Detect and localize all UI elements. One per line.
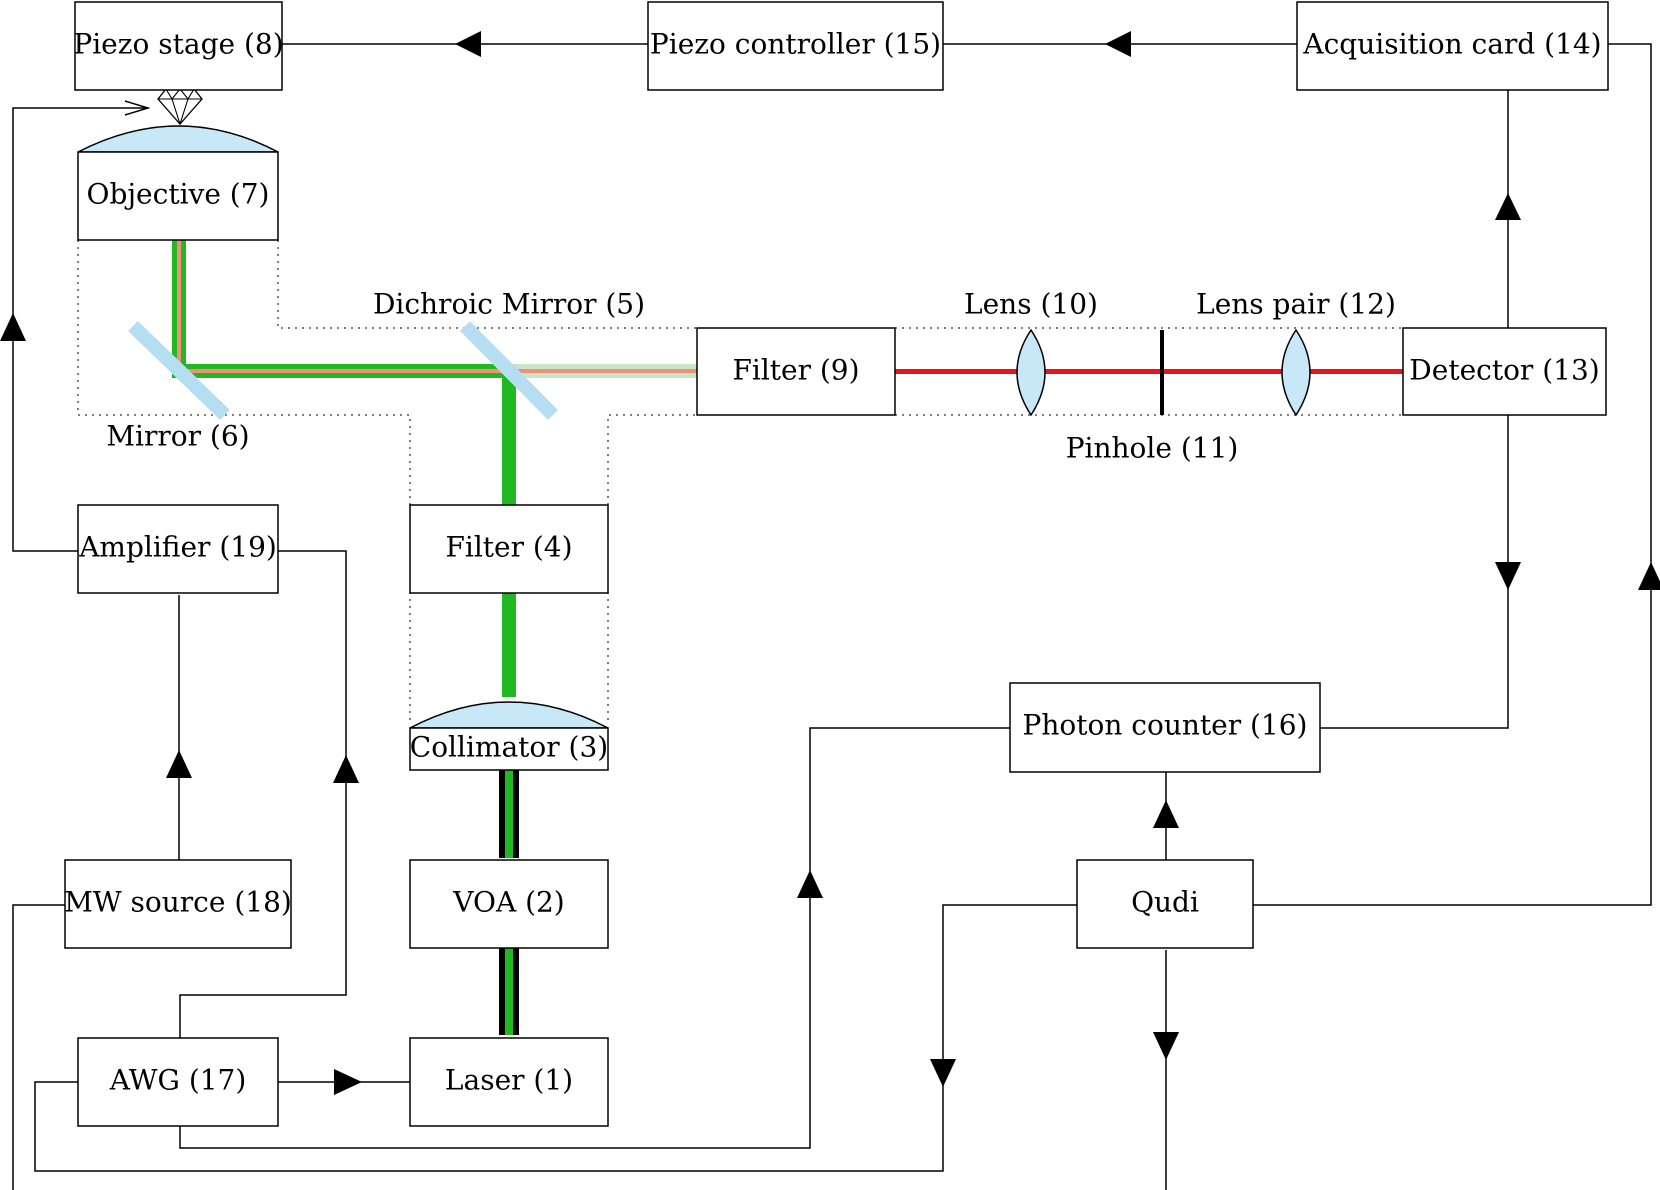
piezo-controller-box xyxy=(647,1,944,91)
dichroic-mirror xyxy=(460,321,558,420)
qudi-label: Qudi xyxy=(1131,886,1199,919)
lens-10-label: Lens (10) xyxy=(964,288,1098,321)
mirror xyxy=(128,320,230,421)
piezo-stage-label: Piezo stage (8) xyxy=(73,28,283,61)
filter-4-label: Filter (4) xyxy=(445,531,572,564)
detector-box xyxy=(1402,327,1607,416)
voa-box xyxy=(409,859,609,949)
acquisition-card-box xyxy=(1296,1,1609,91)
collimator-box xyxy=(409,727,609,771)
amplifier-box xyxy=(77,504,279,594)
signal-wiring xyxy=(12,43,1652,1190)
objective-lens-cap xyxy=(77,125,279,153)
optics-enclosure-outline xyxy=(77,240,1403,725)
filter-9-label: Filter (9) xyxy=(732,354,859,387)
mw-source-label: MW source (18) xyxy=(64,886,292,919)
collimator-lens-cap xyxy=(409,701,609,729)
detector-label: Detector (13) xyxy=(1409,354,1599,387)
laser-label: Laser (1) xyxy=(445,1064,573,1097)
dichroic-mirror-label: Dichroic Mirror (5) xyxy=(373,288,645,321)
mw-source-box xyxy=(64,859,292,949)
photon-counter-label: Photon counter (16) xyxy=(1023,709,1308,742)
signal-arrows xyxy=(0,31,1660,1095)
piezo-controller-label: Piezo controller (15) xyxy=(650,28,941,61)
piezo-stage-box xyxy=(74,1,283,91)
lens-pair-label: Lens pair (12) xyxy=(1196,288,1396,321)
lens-pair-12 xyxy=(1281,328,1311,417)
objective-box xyxy=(77,151,279,241)
objective-label: Objective (7) xyxy=(87,178,270,211)
laser-beam-path xyxy=(172,240,1403,1035)
voa-label: VOA (2) xyxy=(452,886,564,919)
acquisition-card-label: Acquisition card (14) xyxy=(1302,28,1601,61)
collimator-label: Collimator (3) xyxy=(410,731,608,764)
diamond-icon xyxy=(157,88,203,126)
mirror-label: Mirror (6) xyxy=(106,420,249,453)
filter-9-box xyxy=(696,327,896,416)
awg-box xyxy=(77,1037,279,1127)
amplifier-label: Amplifier (19) xyxy=(78,531,277,564)
qudi-box xyxy=(1076,859,1254,949)
filter-4-box xyxy=(409,504,609,594)
lens-10 xyxy=(1016,328,1046,417)
awg-label: AWG (17) xyxy=(109,1064,247,1097)
laser-box xyxy=(409,1037,609,1127)
photon-counter-box xyxy=(1009,682,1321,773)
pinhole-label: Pinhole (11) xyxy=(1066,432,1239,465)
